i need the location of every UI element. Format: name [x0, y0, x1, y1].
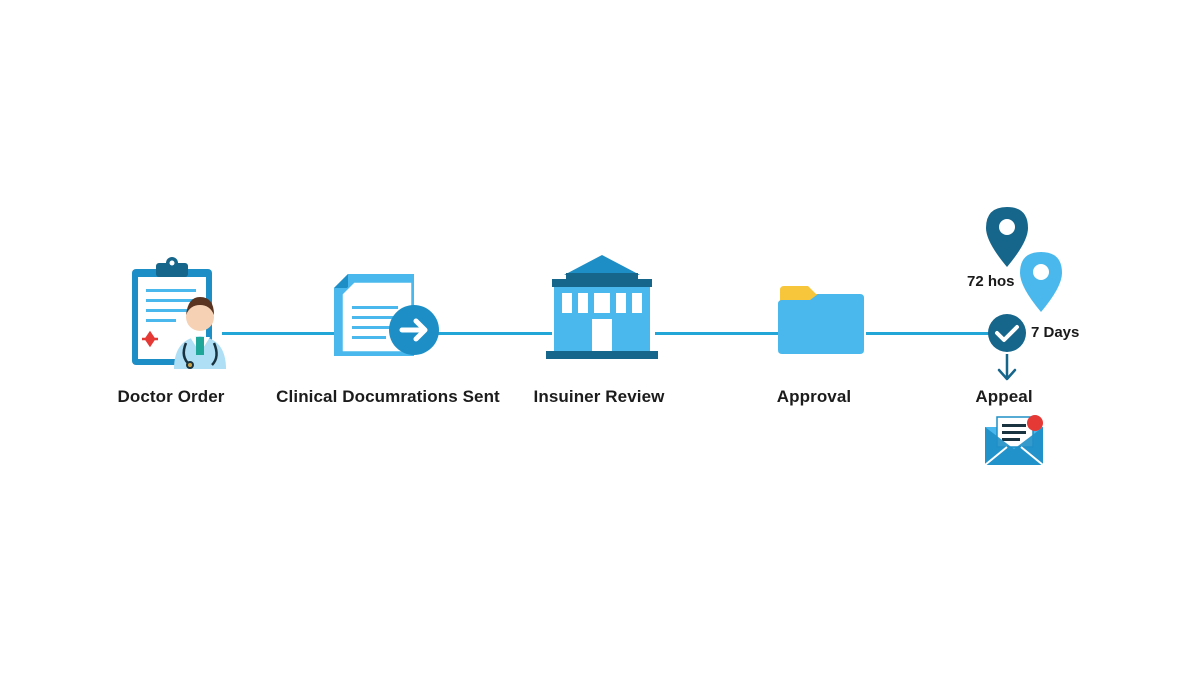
step-label-insurer-review: Insuiner Review	[533, 387, 665, 406]
doctor-clipboard-icon	[132, 257, 226, 369]
location-pin-icon-light	[1020, 252, 1062, 312]
connector-line-3	[655, 332, 779, 335]
timing-label-72-hours: 72 hos	[967, 273, 1015, 290]
location-pin-icon-dark	[986, 207, 1028, 267]
timing-label-7-days: 7 Days	[1031, 324, 1080, 341]
connector-line-1	[222, 332, 334, 335]
envelope-notification-icon	[984, 415, 1044, 466]
folder-icon	[778, 286, 864, 354]
step-label-appeal: Appeal	[975, 387, 1033, 406]
step-label-approval: Approval	[776, 387, 852, 406]
check-circle-icon	[988, 314, 1026, 352]
connector-line-2	[438, 332, 552, 335]
document-send-icon	[334, 274, 439, 356]
down-arrow-icon	[997, 354, 1017, 381]
connector-line-4	[866, 332, 992, 335]
step-label-documentation-sent: Clinical Documrations Sent	[276, 387, 500, 406]
step-label-doctor-order: Doctor Order	[117, 387, 225, 406]
bank-building-icon	[546, 255, 658, 359]
